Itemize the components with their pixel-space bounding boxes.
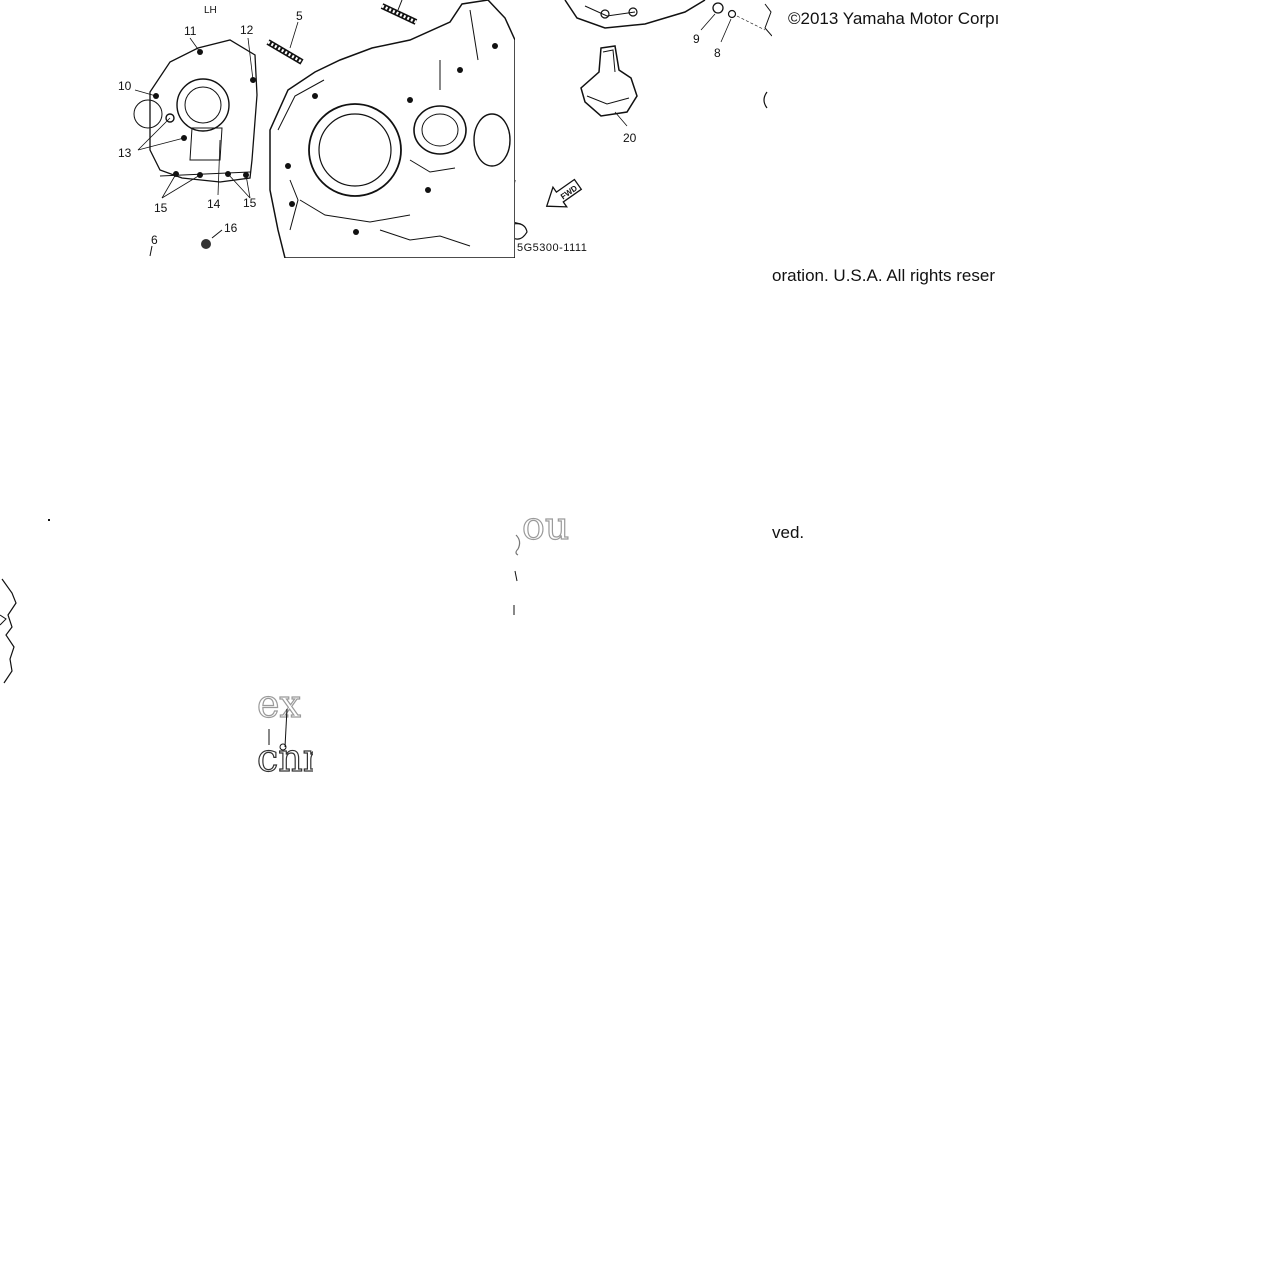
callout-9: 9 — [693, 32, 700, 46]
nut — [201, 239, 211, 249]
callout-10: 10 — [118, 79, 132, 93]
callout-11: 11 — [184, 24, 197, 38]
callout-16: 16 — [224, 221, 238, 235]
svg-text:ou: ou — [522, 505, 569, 548]
drain-washer — [720, 9, 737, 43]
callout-20: 20 — [623, 131, 637, 145]
callout-14: 14 — [207, 197, 221, 211]
copyright-line-1: ©2013 Yamaha Motor Corpı — [788, 9, 1000, 28]
stud-bolt-top — [380, 3, 418, 25]
cover-plug — [133, 99, 163, 129]
callout-13: 13 — [118, 146, 132, 160]
callout-8: 8 — [714, 46, 721, 60]
cylinder-bore-rear — [413, 105, 467, 155]
stud-bolt — [266, 39, 304, 65]
svg-text:ex: ex — [257, 682, 301, 726]
left-crankcase-cover — [149, 39, 258, 183]
callout-12: 12 — [240, 23, 254, 37]
copyright-line-2: oration. U.S.A. All rights reser — [772, 266, 995, 285]
cover-bore — [176, 78, 230, 132]
drain-bolt — [700, 2, 724, 31]
watermark-fragment-lower: ex cnn — [257, 675, 313, 775]
callout-15a: 15 — [154, 201, 168, 215]
callout-15b: 15 — [243, 196, 257, 210]
stray-dot — [48, 519, 50, 521]
crankcase-diagram: LH 5 6 10 11 12 13 14 15 15 16 — [118, 0, 515, 258]
oil-strainer-diagram: FWD 5G5300-1111 9 8 20 — [515, 0, 772, 254]
cover-bore-inner — [184, 86, 222, 124]
forward-arrow-icon: FWD — [545, 178, 583, 208]
copyright-line-3: ved. — [772, 523, 805, 542]
side-label: LH — [204, 5, 217, 16]
cylinder-bore-front — [308, 103, 402, 197]
svg-text:cnn: cnn — [257, 736, 313, 775]
left-edge-outline — [0, 575, 20, 685]
callout-5: 5 — [296, 9, 303, 23]
oil-strainer — [580, 45, 638, 117]
callout-6: 6 — [151, 233, 158, 247]
oil-strainer-tile: FWD 5G5300-1111 9 8 20 — [515, 0, 772, 258]
crankcase-diagram-tile: LH 5 6 10 11 12 13 14 15 15 16 — [110, 0, 515, 258]
oil-pan-edge — [564, 0, 706, 29]
crankcase-body — [269, 0, 515, 258]
watermark-fragment-center: ou — [512, 505, 572, 617]
part-number: 5G5300-1111 — [517, 242, 587, 254]
